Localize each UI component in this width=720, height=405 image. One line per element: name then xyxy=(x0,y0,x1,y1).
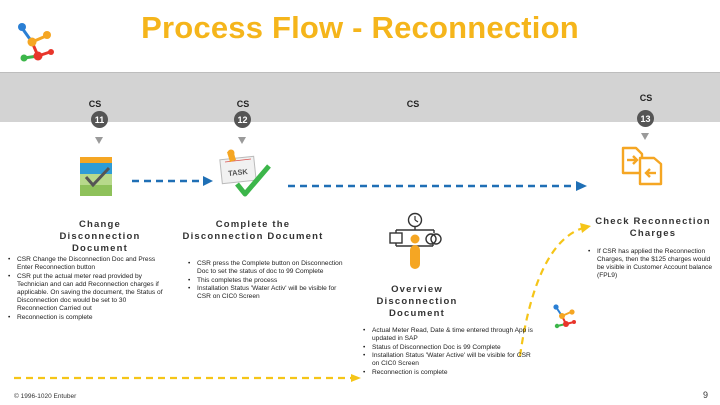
copyright-footer: © 1996-1020 Entuber xyxy=(14,393,77,400)
page-number: 9 xyxy=(703,390,709,400)
pointer-triangle-12 xyxy=(238,137,246,144)
lane-label-step-13: CS xyxy=(639,93,653,103)
step-badge-12: 12 xyxy=(234,111,251,128)
arrow-overview-to-charges xyxy=(518,226,584,357)
step-12-bullets: CSR press the Complete button on Disconn… xyxy=(188,260,348,302)
pointer-triangle-11 xyxy=(95,137,103,144)
arrowhead-overview-to-charges xyxy=(580,223,591,233)
step-12-heading: Complete the Disconnection Document xyxy=(182,219,324,242)
molecule-logo-icon xyxy=(18,23,54,62)
lane-label-step-12: CS xyxy=(236,99,250,109)
slide-title: Process Flow - Reconnection xyxy=(141,10,579,45)
list-item: Installation Status 'Water Activ' will b… xyxy=(188,285,348,301)
list-item: Installation Status 'Water Active' will … xyxy=(363,352,533,368)
step-13-bullets: If CSR has applied the Reconnection Char… xyxy=(588,248,716,281)
task-checkmark-icon xyxy=(219,149,271,197)
list-item: Reconnection is complete xyxy=(8,314,168,322)
lane-label-step-11: CS xyxy=(88,99,102,109)
list-item: CSR Change the Disconnection Doc and Pre… xyxy=(8,256,168,272)
list-item: If CSR has applied the Reconnection Char… xyxy=(588,248,716,280)
overview-heading: Overview Disconnection Document xyxy=(376,284,458,319)
step-11-heading: Change Disconnection Document xyxy=(59,219,141,254)
workflow-overview-icon xyxy=(389,212,442,269)
swimlane-band xyxy=(0,72,720,122)
lane-label-overview: CS xyxy=(406,99,420,109)
transfer-documents-icon xyxy=(621,146,663,186)
list-item: CSR press the Complete button on Disconn… xyxy=(188,260,348,276)
small-molecule-logo-icon xyxy=(553,304,576,329)
swimlane-divider xyxy=(0,72,720,73)
step-11-bullets: CSR Change the Disconnection Doc and Pre… xyxy=(8,256,168,322)
arrowhead-11-to-12 xyxy=(203,176,213,186)
step-badge-13: 13 xyxy=(637,110,654,127)
overview-bullets: Actual Meter Read, Date & time entered t… xyxy=(363,327,533,378)
document-checklist-icon xyxy=(80,157,112,196)
step-13-heading: Check Reconnection Charges xyxy=(595,216,711,239)
list-item: This completes the process xyxy=(188,277,348,285)
list-item: Reconnection is complete xyxy=(363,369,533,377)
list-item: Actual Meter Read, Date & time entered t… xyxy=(363,327,533,343)
list-item: Status of Disconnection Doc is 99 Comple… xyxy=(363,344,533,352)
list-item: CSR put the actual meter read provided b… xyxy=(8,273,168,313)
arrowhead-to-overview xyxy=(351,374,361,382)
pointer-triangle-13 xyxy=(641,133,649,140)
step-badge-11: 11 xyxy=(91,111,108,128)
arrowhead-12-to-13 xyxy=(576,181,587,191)
